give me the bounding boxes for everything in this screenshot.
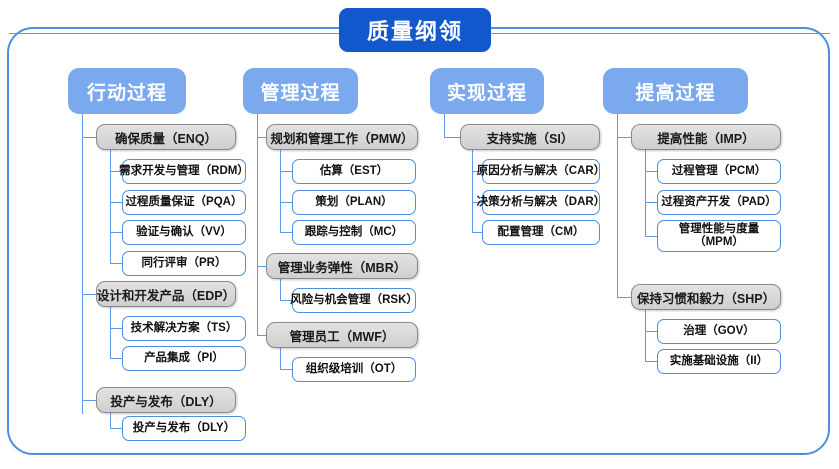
leaf-box-cm[interactable]: 配置管理（CM） (482, 220, 600, 245)
leaf-box-vv[interactable]: 验证与确认（VV） (122, 220, 246, 245)
leaf-box-rsk[interactable]: 风险与机会管理（RSK） (290, 288, 418, 313)
column-header-1[interactable]: 行动过程 (68, 68, 186, 114)
leaf-box-pr[interactable]: 同行评审（PR） (122, 251, 246, 276)
trunk-line-col-4 (617, 114, 619, 298)
leaf-branch-vv (110, 232, 122, 234)
leaf-box-mpm[interactable]: 管理性能与度量（MPM） (657, 220, 781, 252)
subtrunk-col1-g2 (110, 307, 112, 358)
leaf-branch-pcm (645, 171, 657, 173)
leaf-branch-gov (645, 331, 657, 333)
branch-line-col1-g3 (82, 400, 96, 402)
leaf-box-plan[interactable]: 策划（PLAN） (292, 190, 416, 215)
subtrunk-col1-g3 (110, 413, 112, 428)
leaf-branch-car (472, 171, 482, 173)
leaf-branch-ts (110, 328, 122, 330)
subtrunk-col2-g3 (280, 348, 282, 369)
leaf-branch-mpm (645, 236, 657, 238)
subtrunk-col4-g2 (645, 310, 647, 361)
leaf-branch-pad (645, 202, 657, 204)
subtrunk-col2-g1 (280, 150, 282, 232)
leaf-box-dly[interactable]: 投产与发布（DLY） (122, 416, 246, 441)
leaf-box-pad[interactable]: 过程资产开发（PAD） (657, 190, 781, 215)
leaf-branch-ot (280, 369, 292, 371)
subtrunk-col2-g2 (280, 279, 282, 300)
leaf-box-dar[interactable]: 决策分析与解决（DAR） (477, 190, 605, 215)
group-box-edp[interactable]: 设计和开发产品（EDP） (96, 281, 236, 307)
leaf-branch-cm (472, 232, 482, 234)
leaf-branch-pqa (110, 202, 122, 204)
title-rule-right (489, 33, 830, 35)
group-box-mwf[interactable]: 管理员工（MWF） (266, 322, 418, 348)
branch-line-col2-g2 (257, 266, 266, 268)
column-header-2[interactable]: 管理过程 (243, 68, 358, 114)
leaf-branch-dar (472, 202, 482, 204)
branch-line-col1-g1 (82, 137, 96, 139)
leaf-box-car[interactable]: 原因分析与解决（CAR） (477, 159, 605, 184)
leaf-box-pqa[interactable]: 过程质量保证（PQA） (122, 190, 246, 215)
branch-line-col3-g1 (444, 137, 460, 139)
leaf-branch-dly (110, 428, 122, 430)
branch-line-col4-g2 (617, 297, 631, 299)
subtrunk-col3-g1 (472, 150, 474, 232)
leaf-branch-mc (280, 232, 292, 234)
leaf-box-gov[interactable]: 治理（GOV） (657, 319, 781, 344)
group-box-mbr[interactable]: 管理业务弹性（MBR） (266, 253, 418, 279)
trunk-line-col-3 (444, 114, 446, 138)
leaf-branch-pi (110, 358, 122, 360)
group-box-si[interactable]: 支持实施（SI） (460, 124, 600, 150)
leaf-box-pi[interactable]: 产品集成（PI） (122, 346, 246, 371)
leaf-box-rdm[interactable]: 需求开发与管理（RDM） (119, 159, 249, 184)
leaf-branch-pr (110, 263, 122, 265)
leaf-branch-plan (280, 202, 292, 204)
group-box-pmw[interactable]: 规划和管理工作（PMW） (266, 124, 418, 150)
group-box-imp[interactable]: 提高性能（IMP） (631, 124, 781, 150)
leaf-branch-est (280, 171, 292, 173)
column-header-4[interactable]: 提高过程 (603, 68, 748, 114)
diagram-title: 质量纲领 (339, 8, 491, 52)
group-box-dly[interactable]: 投产与发布（DLY） (96, 387, 236, 413)
leaf-box-est[interactable]: 估算（EST） (292, 159, 416, 184)
leaf-box-ts[interactable]: 技术解决方案（TS） (122, 316, 246, 341)
title-rule-left (9, 33, 341, 35)
leaf-branch-ii (645, 361, 657, 363)
leaf-box-ot[interactable]: 组织级培训（OT） (292, 357, 416, 382)
group-box-shp[interactable]: 保持习惯和毅力（SHP） (631, 284, 781, 310)
branch-line-col2-g1 (257, 137, 266, 139)
subtrunk-col4-g1 (645, 150, 647, 236)
leaf-box-ii[interactable]: 实施基础设施（II） (657, 349, 781, 374)
branch-line-col4-g1 (617, 137, 631, 139)
leaf-box-mc[interactable]: 跟踪与控制（MC） (292, 220, 416, 245)
group-box-enq[interactable]: 确保质量（ENQ） (96, 124, 236, 150)
column-header-3[interactable]: 实现过程 (430, 68, 544, 114)
leaf-box-pcm[interactable]: 过程管理（PCM） (657, 159, 781, 184)
subtrunk-col1-g1 (110, 150, 112, 263)
leaf-branch-rsk (280, 300, 292, 302)
leaf-branch-rdm (110, 171, 122, 173)
branch-line-col1-g2 (82, 294, 96, 296)
trunk-line-col-2 (257, 114, 259, 336)
trunk-line-col-1 (82, 114, 84, 414)
branch-line-col2-g3 (257, 335, 266, 337)
